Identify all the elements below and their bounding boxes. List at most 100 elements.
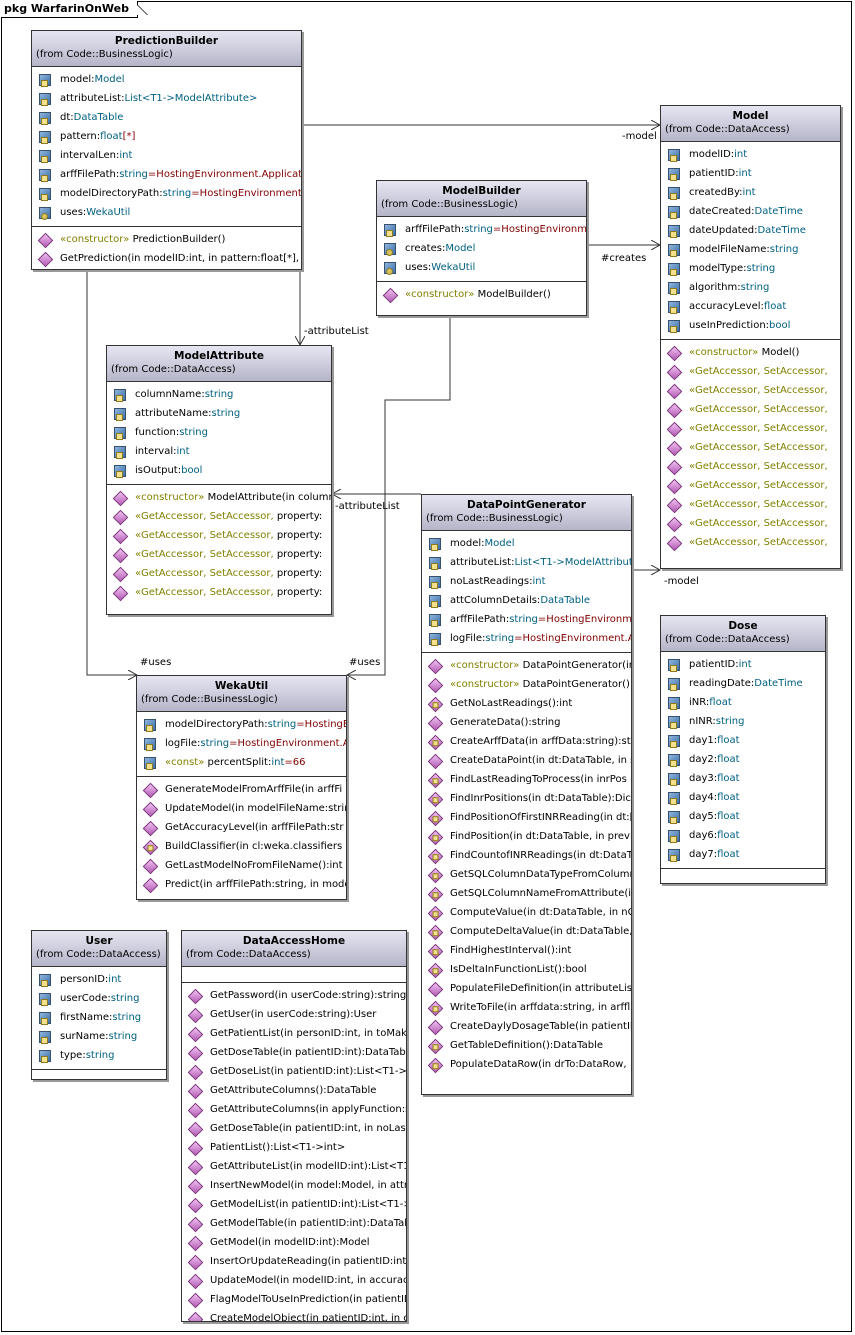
operation-row[interactable]: «GetAccessor, SetAccessor, property: <box>107 583 331 602</box>
operation-row[interactable]: GetNoLastReadings():int <box>422 694 631 713</box>
operation-row[interactable]: GetSQLColumnDataTypeFromColumr <box>422 865 631 884</box>
operation-row[interactable]: «GetAccessor, SetAccessor, <box>661 495 840 514</box>
operation-row[interactable]: UpdateModel(in modelID:int, in accuracy <box>182 1271 406 1290</box>
attribute-row[interactable]: createdBy:int <box>661 183 840 202</box>
attribute-row[interactable]: iNR:float <box>661 693 825 712</box>
attribute-row[interactable]: uses:WekaUtil <box>32 203 301 222</box>
attribute-row[interactable]: patientID:int <box>661 164 840 183</box>
attribute-row[interactable]: dt:DataTable <box>32 108 301 127</box>
operation-row[interactable]: FindCountofINRReadings(in dt:DataT <box>422 846 631 865</box>
attribute-row[interactable]: intervalLen:int <box>32 146 301 165</box>
operation-row[interactable]: GetPrediction(in modelID:int, in pattern… <box>32 249 301 268</box>
attribute-row[interactable]: useInPrediction:bool <box>661 316 840 335</box>
operation-row[interactable]: IsDeltaInFunctionList():bool <box>422 960 631 979</box>
attribute-row[interactable]: modelFileName:string <box>661 240 840 259</box>
operation-row[interactable]: «constructor» ModelBuilder() <box>377 285 586 304</box>
operation-row[interactable]: PopulateFileDefinition(in attributeList: <box>422 979 631 998</box>
operation-row[interactable]: CreateDaylyDosageTable(in patientII <box>422 1017 631 1036</box>
attribute-row[interactable]: day6:float <box>661 826 825 845</box>
attribute-row[interactable]: modelID:int <box>661 145 840 164</box>
attribute-row[interactable]: day3:float <box>661 769 825 788</box>
operation-row[interactable]: GetUser(in userCode:string):User <box>182 1005 406 1024</box>
operation-row[interactable]: GetModelTable(in patientID:int):DataTabl <box>182 1214 406 1233</box>
operation-row[interactable]: «constructor» DataPointGenerator(in <box>422 656 631 675</box>
operation-row[interactable]: PopulateDataRow(in drTo:DataRow, <box>422 1055 631 1074</box>
operation-row[interactable]: GetPatientList(in personID:int, in toMak… <box>182 1024 406 1043</box>
operation-row[interactable]: «constructor» PredictionBuilder() <box>32 230 301 249</box>
attribute-row[interactable]: pattern:float[*] <box>32 127 301 146</box>
attribute-row[interactable]: model:Model <box>32 70 301 89</box>
operation-row[interactable]: GetAttributeColumns(in applyFunction:s <box>182 1100 406 1119</box>
attribute-row[interactable]: day1:float <box>661 731 825 750</box>
attribute-row[interactable]: patientID:int <box>661 655 825 674</box>
operation-row[interactable]: UpdateModel(in modelFileName:string <box>137 799 346 818</box>
attribute-row[interactable]: nINR:string <box>661 712 825 731</box>
attribute-row[interactable]: logFile:string=HostingEnvironment.Ap <box>137 734 346 753</box>
operation-row[interactable]: GetModelList(in patientID:int):List<T1->… <box>182 1195 406 1214</box>
attribute-row[interactable]: day2:float <box>661 750 825 769</box>
attribute-row[interactable]: modelDirectoryPath:string=HostingEr <box>137 715 346 734</box>
operation-row[interactable]: «GetAccessor, SetAccessor, <box>661 438 840 457</box>
operation-row[interactable]: «GetAccessor, SetAccessor, property: <box>107 507 331 526</box>
operation-row[interactable]: InsertOrUpdateReading(in patientID:int, … <box>182 1252 406 1271</box>
operation-row[interactable]: GetDoseTable(in patientID:int, in noLast… <box>182 1119 406 1138</box>
attribute-row[interactable]: attributeList:List<T1->ModelAttribute> <box>32 89 301 108</box>
operation-row[interactable]: GetLastModelNoFromFileName():int <box>137 856 346 875</box>
operation-row[interactable]: BuildClassifier(in cl:weka.classifiers <box>137 837 346 856</box>
operation-row[interactable]: GenerateModelFromArffFile(in arffFi <box>137 780 346 799</box>
operation-row[interactable]: GetTableDefinition():DataTable <box>422 1036 631 1055</box>
attribute-row[interactable]: algorithm:string <box>661 278 840 297</box>
attribute-row[interactable]: dateCreated:DateTime <box>661 202 840 221</box>
attribute-row[interactable]: type:string <box>32 1046 166 1065</box>
attribute-row[interactable]: function:string <box>107 423 331 442</box>
operation-row[interactable]: GetDoseTable(in patientID:int):DataTable <box>182 1043 406 1062</box>
operation-row[interactable]: FindPosition(in dt:DataTable, in previ <box>422 827 631 846</box>
attribute-row[interactable]: «const» percentSplit:int=66 <box>137 753 346 772</box>
attribute-row[interactable]: day7:float <box>661 845 825 864</box>
operation-row[interactable]: GetModel(in modelID:int):Model <box>182 1233 406 1252</box>
class-weka-util[interactable]: WekaUtil(from Code::BusinessLogic)modelD… <box>136 675 347 900</box>
operation-row[interactable]: GetAttributeList(in modelID:int):List<T1… <box>182 1157 406 1176</box>
operation-row[interactable]: Predict(in arffFilePath:string, in mode <box>137 875 346 894</box>
attribute-row[interactable]: isOutput:bool <box>107 461 331 480</box>
operation-row[interactable]: ComputeValue(in dt:DataTable, in nC <box>422 903 631 922</box>
attribute-row[interactable]: dateUpdated:DateTime <box>661 221 840 240</box>
attribute-row[interactable]: uses:WekaUtil <box>377 258 586 277</box>
attribute-row[interactable]: model:Model <box>422 534 631 553</box>
operation-row[interactable]: «constructor» Model() <box>661 343 840 362</box>
class-dose[interactable]: Dose(from Code::DataAccess)patientID:int… <box>660 615 826 884</box>
operation-row[interactable]: «GetAccessor, SetAccessor, <box>661 457 840 476</box>
class-model-attribute[interactable]: ModelAttribute(from Code::DataAccess)col… <box>106 345 332 615</box>
operation-row[interactable]: «GetAccessor, SetAccessor, <box>661 476 840 495</box>
attribute-row[interactable]: firstName:string <box>32 1008 166 1027</box>
attribute-row[interactable]: arffFilePath:string=HostingEnvironment.A… <box>32 165 301 184</box>
class-data-access-home[interactable]: DataAccessHome(from Code::DataAccess)Get… <box>181 930 407 1322</box>
attribute-row[interactable]: attributeName:string <box>107 404 331 423</box>
attribute-row[interactable]: day5:float <box>661 807 825 826</box>
operation-row[interactable]: «constructor» DataPointGenerator() <box>422 675 631 694</box>
attribute-row[interactable]: creates:Model <box>377 239 586 258</box>
attribute-row[interactable]: attributeList:List<T1->ModelAttribute: <box>422 553 631 572</box>
operation-row[interactable]: WriteToFile(in arffdata:string, in arffl <box>422 998 631 1017</box>
attribute-row[interactable]: personID:int <box>32 970 166 989</box>
operation-row[interactable]: «GetAccessor, SetAccessor, property: <box>107 545 331 564</box>
attribute-row[interactable]: userCode:string <box>32 989 166 1008</box>
operation-row[interactable]: «GetAccessor, SetAccessor, <box>661 533 840 552</box>
operation-row[interactable]: GetAttributeColumns():DataTable <box>182 1081 406 1100</box>
attribute-row[interactable]: noLastReadings:int <box>422 572 631 591</box>
operation-row[interactable]: «GetAccessor, SetAccessor, <box>661 362 840 381</box>
operation-row[interactable]: FindHighestInterval():int <box>422 941 631 960</box>
attribute-row[interactable]: interval:int <box>107 442 331 461</box>
attribute-row[interactable]: arffFilePath:string=HostingEnvironme <box>422 610 631 629</box>
operation-row[interactable]: ComputeDeltaValue(in dt:DataTable, <box>422 922 631 941</box>
attribute-row[interactable]: logFile:string=HostingEnvironment.Ap <box>422 629 631 648</box>
operation-row[interactable]: GetPassword(in userCode:string):string <box>182 986 406 1005</box>
operation-row[interactable]: GetSQLColumnNameFromAttribute(ir <box>422 884 631 903</box>
operation-row[interactable]: GetAccuracyLevel(in arffFilePath:str <box>137 818 346 837</box>
operation-row[interactable]: «GetAccessor, SetAccessor, <box>661 400 840 419</box>
operation-row[interactable]: «GetAccessor, SetAccessor, property: <box>107 564 331 583</box>
class-model-builder[interactable]: ModelBuilder(from Code::BusinessLogic)ar… <box>376 180 587 316</box>
operation-row[interactable]: CreateDataPoint(in dt:DataTable, in s <box>422 751 631 770</box>
attribute-row[interactable]: surName:string <box>32 1027 166 1046</box>
operation-row[interactable]: FlagModelToUseInPrediction(in patientID <box>182 1290 406 1309</box>
